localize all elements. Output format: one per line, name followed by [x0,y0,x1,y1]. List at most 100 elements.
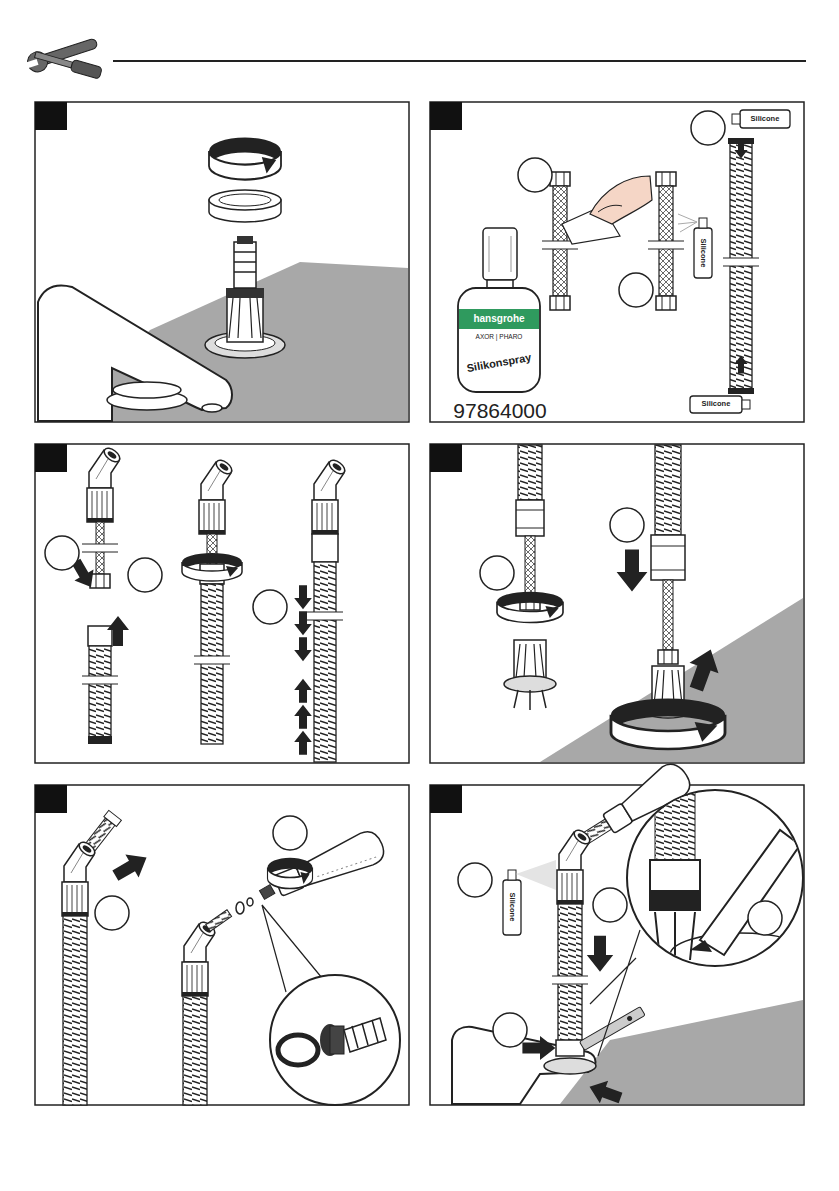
step-5-drawing [62,840,97,916]
step-6-drawing [593,888,627,922]
step-6-drawing [544,1058,596,1074]
step-3-drawing [294,585,312,609]
hose-short [550,172,570,186]
hose-short [542,172,684,310]
step-6-drawing [690,940,712,952]
step-tab [35,102,462,813]
step-6-drawing [590,930,640,1056]
step-4-drawing [525,536,535,596]
step-6-drawing [650,790,810,977]
step-1-drawing [219,194,271,206]
step-4-drawing [663,580,673,650]
step-6-drawing [516,860,556,890]
step-3-drawing [294,611,312,635]
step-5-drawing [236,902,244,914]
hose-short [550,296,570,310]
step-3-drawing [88,736,112,744]
panel-frame [35,102,804,1105]
step-5-drawing [206,910,232,931]
step-6-drawing [503,880,521,935]
tool-icon [34,52,72,68]
step-6-drawing [585,1075,624,1109]
step-5-drawing [270,975,400,1105]
step-4-drawing [655,445,681,535]
step-1-drawing [202,404,222,412]
step-1-drawing [38,138,408,422]
step-1-drawing [38,286,232,421]
step-4-drawing [682,644,725,694]
step-1-drawing [209,190,281,210]
step-2-drawing [459,309,539,329]
step-3-drawing [312,534,338,562]
part-number: 97864000 [453,400,546,421]
step-6-drawing [557,828,592,904]
step-2-drawing [598,205,622,212]
step-1-drawing [229,298,261,338]
step-2-drawing [723,258,759,266]
step-5-drawing [344,1018,386,1052]
step-5-drawing [109,846,153,887]
step-5-drawing [260,885,275,900]
step-1-drawing [209,138,281,180]
header-rule [113,60,806,62]
step-6-drawing [700,830,800,955]
step-4-drawing [480,556,514,590]
step-tab [35,102,67,130]
step-2-drawing [734,356,747,374]
step-tab [430,102,462,130]
step-2-drawing [728,388,754,394]
step-1-drawing [234,242,256,288]
panel-frame [35,444,409,763]
panel-frame [430,444,804,763]
step-4-drawing [658,650,678,664]
step-4-drawing [611,699,725,749]
step-6-drawing [585,1075,624,1109]
step-3-drawing [82,544,118,552]
step-6-drawing [627,790,803,966]
step-2-drawing [734,356,747,374]
panel-frame [430,102,804,422]
step-5-drawing [330,1026,344,1054]
step-6-drawing [587,936,613,972]
step-1-drawing [237,236,253,244]
step-tab [430,444,462,472]
step-2-drawing [518,158,552,192]
step-5-drawing [104,810,122,826]
step-5-drawing [278,1018,386,1065]
step-6-drawing [522,1036,555,1060]
step-2-drawing [734,140,747,158]
step-4-drawing [651,535,685,580]
step-2-drawing [489,236,511,272]
step-2-drawing [694,228,712,278]
panel-frame [430,785,804,1105]
step-6-drawing [508,870,516,880]
step-3-drawing [182,553,242,581]
step-4-drawing [497,592,563,623]
step-6-drawing [655,912,695,965]
step-2-drawing [740,110,790,128]
step-6-drawing [552,976,588,984]
step-6-drawing [452,758,810,1109]
step-2-drawing [732,114,740,124]
step-4-drawing [518,445,542,500]
step-2-drawing [458,110,790,413]
tool-icon [23,33,102,79]
step-5-drawing [268,858,313,889]
step-4-drawing [617,550,648,592]
step-3-drawing [128,558,162,592]
panel-frame [35,785,409,1105]
step-3-drawing [45,446,347,762]
step-1-drawing [227,292,263,342]
step-3-drawing [314,562,336,762]
step-3-drawing [294,705,312,729]
tool-icon [34,49,103,79]
step-3-drawing [199,458,234,534]
step-3-drawing [294,611,312,635]
step-2-drawing [619,273,653,307]
step-2-drawing [678,214,697,232]
step-5-drawing [62,810,400,1105]
step-4-drawing [516,500,544,536]
step-3-drawing [87,446,122,522]
